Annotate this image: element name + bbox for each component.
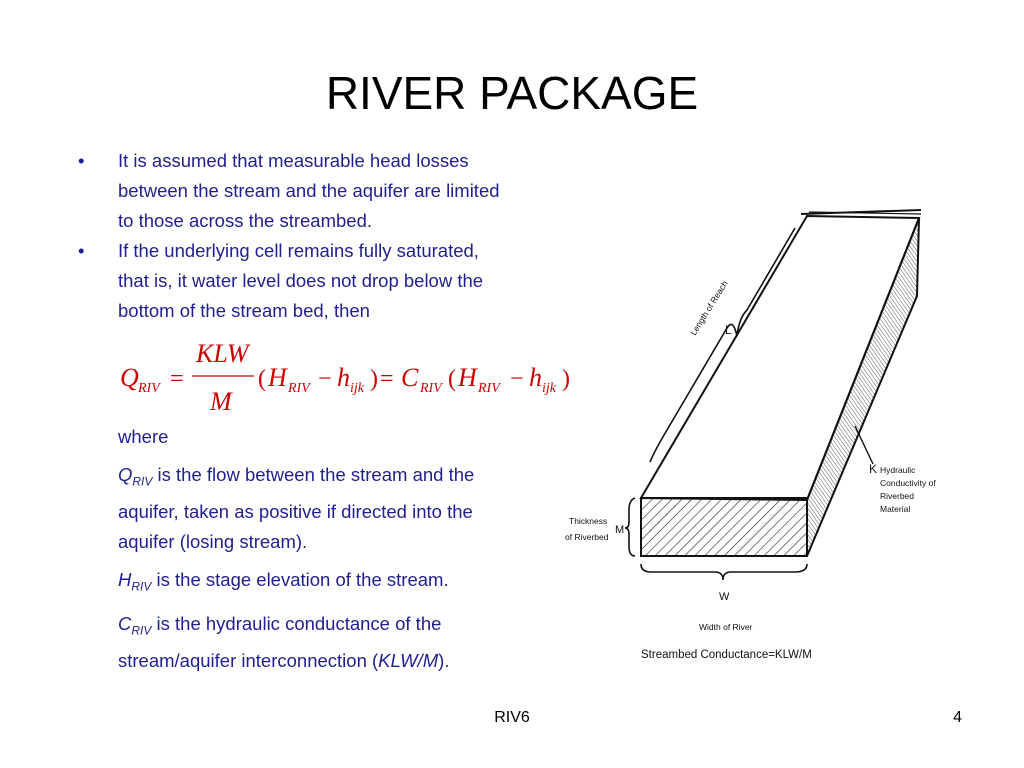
symbol-c: C [118, 613, 132, 635]
definition-text: aquifer (losing stream). [118, 530, 308, 552]
eq-c: C [401, 363, 419, 392]
eq-paren: ( [258, 366, 266, 392]
k-pointer [854, 425, 874, 465]
bullet-line: to those across the streambed. [118, 210, 372, 231]
thickness-brace [624, 497, 636, 557]
conductance-equation: Q RIV = KLW M ( H RIV − h ijk ) = C RIV … [118, 338, 588, 418]
eq-equals: = [380, 366, 394, 392]
bullet-item: • If the underlying cell remains fully s… [78, 236, 548, 326]
width-label: Width of River [699, 622, 753, 632]
eq-paren: ( [448, 366, 456, 392]
streambed-figure: Length of Reach L K Hydraulic Conductivi… [555, 200, 995, 670]
definition-text: ). [438, 650, 450, 672]
top-edge-line [800, 209, 922, 215]
eq-paren: ) [370, 366, 378, 392]
figure-caption: Streambed Conductance=KLW/M [641, 649, 812, 661]
length-letter: L [725, 323, 732, 337]
symbol-c-sub: RIV [131, 624, 152, 639]
thickness-desc-line: Thickness [569, 516, 607, 526]
bullet-line: that is, it water level does not drop be… [118, 270, 484, 291]
bullet-line: If the underlying cell remains fully sat… [118, 240, 479, 261]
bullet-marker: • [78, 150, 85, 171]
width-brace [640, 563, 808, 581]
bullet-item: • It is assumed that measurable head los… [78, 146, 548, 236]
definition-formula: KLW/M [378, 650, 439, 672]
k-desc-line: Hydraulic [880, 465, 916, 475]
thickness-desc-line: of Riverbed [565, 532, 609, 542]
width-letter: W [719, 591, 730, 603]
bullet-marker: • [78, 240, 85, 261]
slide-title: RIVER PACKAGE [325, 67, 699, 119]
definition-c: CRIV is the hydraulic conductance of the… [78, 609, 548, 676]
eq-h3-sub: RIV [477, 381, 501, 396]
definition-q: QRIV is the flow between the stream and … [78, 460, 548, 557]
eq-numerator: KLW [195, 339, 251, 368]
k-desc-line: Conductivity of [880, 478, 936, 488]
definition-text: is the flow between the stream and the [152, 464, 475, 485]
thickness-letter: M [615, 524, 624, 536]
symbol-q-sub: RIV [132, 474, 153, 489]
eq-h3: H [457, 363, 478, 392]
eq-equals: = [170, 366, 184, 392]
length-label: Length of Reach [688, 279, 730, 337]
definition-text: is the hydraulic conductance of the [151, 613, 442, 635]
eq-minus: − [318, 366, 332, 392]
page-number: 4 [953, 709, 962, 726]
footer-label: RIV6 [494, 709, 530, 726]
where-label: where [118, 426, 169, 447]
definition-text: stream/aquifer interconnection ( [118, 650, 379, 672]
eq-c-sub: RIV [419, 381, 443, 396]
eq-minus: − [510, 366, 524, 392]
eq-h1: H [267, 363, 288, 392]
eq-paren: ) [562, 366, 570, 392]
eq-lhs: Q [120, 363, 139, 392]
top-edge-line [808, 211, 922, 215]
eq-h2: h [337, 363, 350, 392]
eq-h4: h [529, 363, 542, 392]
slide-body: • It is assumed that measurable head los… [78, 146, 548, 676]
symbol-h: H [118, 568, 132, 590]
eq-lhs-sub: RIV [137, 381, 161, 396]
streambed-front-face [640, 497, 808, 557]
symbol-q: Q [118, 464, 133, 485]
bullet-line: It is assumed that measurable head losse… [118, 150, 469, 171]
k-desc-line: Material [880, 504, 910, 514]
bullet-line: between the stream and the aquifer are l… [118, 180, 500, 201]
eq-h1-sub: RIV [287, 381, 311, 396]
length-brace [649, 227, 796, 463]
k-desc-line: Riverbed [880, 491, 914, 501]
symbol-h-sub: RIV [131, 579, 152, 594]
eq-h4-sub: ijk [542, 381, 557, 396]
eq-h2-sub: ijk [350, 381, 365, 396]
definition-text: aquifer, taken as positive if directed i… [118, 500, 473, 522]
eq-denominator: M [209, 387, 233, 416]
definition-h: HRIV is the stage elevation of the strea… [78, 565, 548, 602]
bullet-line: bottom of the stream bed, then [118, 300, 370, 321]
definition-text: is the stage elevation of the stream. [151, 568, 449, 590]
k-letter: K [869, 462, 877, 476]
